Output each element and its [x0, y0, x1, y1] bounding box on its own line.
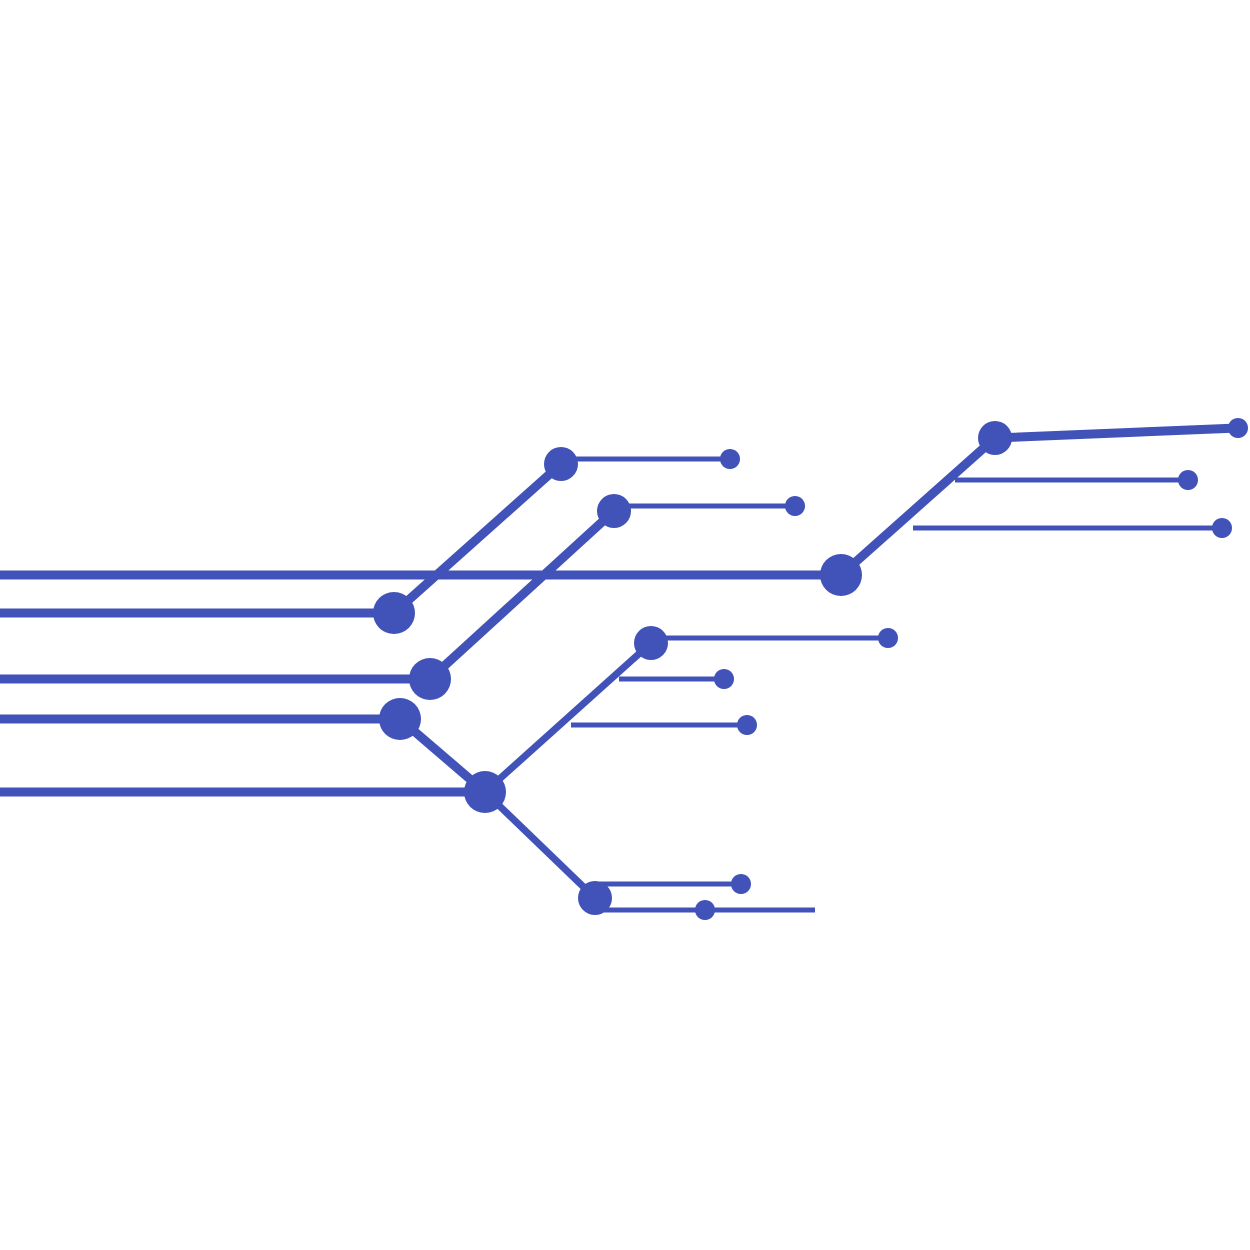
node-pad: [578, 881, 612, 915]
node-pad: [409, 658, 451, 700]
node-pad: [597, 494, 631, 528]
trace-nodes: [373, 418, 1248, 920]
node-pad: [820, 554, 862, 596]
node-end: [731, 874, 751, 894]
node-end: [785, 496, 805, 516]
node-pad: [464, 771, 506, 813]
node-end: [1212, 518, 1232, 538]
node-end: [878, 628, 898, 648]
node-end: [1178, 470, 1198, 490]
node-end: [695, 900, 715, 920]
node-end: [714, 669, 734, 689]
trace-upper-fork: [482, 640, 654, 795]
node-pad: [544, 447, 578, 481]
node-pad: [379, 698, 421, 740]
node-pad: [978, 421, 1012, 455]
trace-lower-fork: [482, 789, 598, 901]
node-pad: [634, 626, 668, 660]
node-end: [720, 449, 740, 469]
node-pad: [373, 592, 415, 634]
node-end: [737, 715, 757, 735]
node-end: [1228, 418, 1248, 438]
trace-top-trunk-end: [994, 425, 1239, 441]
